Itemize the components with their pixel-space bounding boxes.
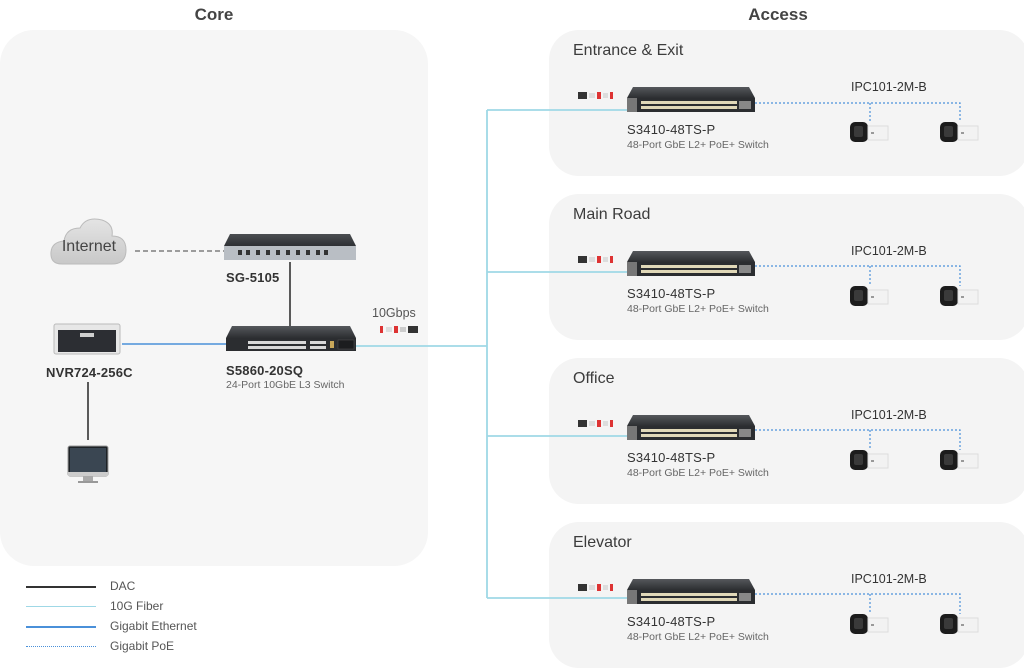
poe-link-elevator [755,593,961,614]
camera-icon [940,450,979,470]
core-switch-device[interactable] [226,326,356,352]
legend-item-poe: Gigabit PoE [26,638,266,658]
camera-1[interactable] [850,284,890,308]
access-switch-icon [627,579,755,604]
core-switch-description: 24-Port 10GbE L3 Switch [226,379,345,391]
poe-link-main-road [755,265,961,286]
camera-icon [940,614,979,634]
legend-item-ethernet: Gigabit Ethernet [26,618,266,638]
camera-label: IPC101-2M-B [851,572,927,586]
fiber-module-icon [578,420,613,427]
legend-swatch-dac [26,586,96,588]
area-title: Entrance & Exit [573,42,684,59]
legend-label-ethernet: Gigabit Ethernet [110,619,197,633]
area-title: Main Road [573,206,651,223]
camera-label: IPC101-2M-B [851,408,927,422]
camera-icon [850,122,889,142]
fiber-module-icon [578,256,613,263]
access-switch-name: S3410-48TS-P [627,122,716,137]
fiber-module-icon [578,92,613,99]
camera-2[interactable] [940,612,980,636]
access-switch-name: S3410-48TS-P [627,614,716,629]
legend: DAC 10G Fiber Gigabit Ethernet Gigabit P… [26,578,266,658]
access-switch-icon [627,415,755,440]
access-switch-icon [627,251,755,276]
internet-label: Internet [61,238,117,255]
camera-icon [940,286,979,306]
nvr-icon [53,323,121,355]
camera-2[interactable] [940,448,980,472]
legend-swatch-poe [26,646,96,647]
internet-cloud: Internet [48,214,130,268]
legend-label-dac: DAC [110,579,136,593]
access-section-title: Access [748,5,808,24]
access-switch-description: 48-Port GbE L2+ PoE+ Switch [627,303,769,315]
camera-1[interactable] [850,120,890,144]
fiber-module-icon [578,584,613,591]
core-panel [0,30,428,566]
poe-link-office [755,429,961,450]
access-switch-name: S3410-48TS-P [627,450,716,465]
camera-icon [850,614,889,634]
access-switch[interactable] [627,87,755,113]
legend-item-fiber: 10G Fiber [26,598,266,618]
camera-icon [940,122,979,142]
access-switch-description: 48-Port GbE L2+ PoE+ Switch [627,631,769,643]
cloud-icon [50,218,127,265]
uplink-speed-label: 10Gbps [372,306,416,320]
nvr-name: NVR724-256C [46,365,133,380]
access-switch-description: 48-Port GbE L2+ PoE+ Switch [627,467,769,479]
fiber-module-icon [380,326,418,333]
legend-label-poe: Gigabit PoE [110,639,175,653]
camera-icon [850,286,889,306]
access-switch[interactable] [627,251,755,277]
legend-swatch-fiber [26,606,96,607]
monitor-device[interactable] [66,444,110,484]
camera-icon [850,450,889,470]
camera-2[interactable] [940,284,980,308]
gateway-icon [224,234,356,260]
core-section-title: Core [194,5,234,24]
legend-swatch-ethernet [26,626,96,628]
access-switch-name: S3410-48TS-P [627,286,716,301]
legend-item-dac: DAC [26,578,266,598]
area-title: Elevator [573,534,632,551]
access-switch[interactable] [627,415,755,441]
camera-label: IPC101-2M-B [851,244,927,258]
camera-1[interactable] [850,612,890,636]
nvr-device[interactable] [52,322,122,356]
core-switch-icon [226,326,356,351]
access-switch-icon [627,87,755,112]
core-switch-name: S5860-20SQ [226,363,304,378]
poe-link-entrance [755,102,961,122]
access-switch-description: 48-Port GbE L2+ PoE+ Switch [627,139,769,151]
camera-1[interactable] [850,448,890,472]
access-switch[interactable] [627,579,755,605]
camera-2[interactable] [940,120,980,144]
area-title: Office [573,370,615,387]
gateway-name: SG-5105 [226,270,280,285]
camera-label: IPC101-2M-B [851,80,927,94]
gateway-device[interactable] [224,232,356,262]
monitor-icon [67,445,109,483]
legend-label-fiber: 10G Fiber [110,599,164,613]
